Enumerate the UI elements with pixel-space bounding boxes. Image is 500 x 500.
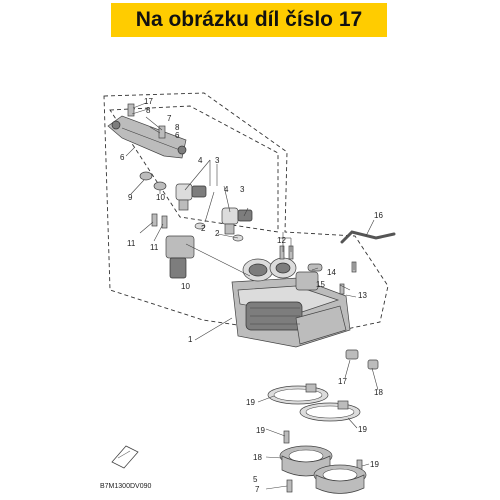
part-label: 11 — [127, 239, 136, 248]
sensor-unit — [165, 235, 195, 279]
part-label: 8 — [175, 123, 180, 132]
part-label: 8 — [146, 106, 151, 115]
part-label: 10 — [156, 193, 165, 202]
part-label: 6 — [175, 131, 180, 140]
part-label: 17 — [144, 97, 153, 106]
header-banner: Na obrázku díl číslo 17 — [111, 3, 387, 37]
part-label: 13 — [358, 291, 367, 300]
part-label: 11 — [150, 243, 159, 252]
injector-right — [221, 207, 253, 235]
throttle-body — [231, 257, 351, 348]
part-label: 9 — [128, 193, 133, 202]
part-label: 18 — [253, 453, 262, 462]
banner-title: Na obrázku díl číslo 17 — [135, 8, 363, 31]
drawing-code: B7M1300DV090 — [100, 483, 151, 490]
part-label: 3 — [240, 185, 245, 194]
part-label: 15 — [316, 280, 325, 289]
part-label: 19 — [358, 425, 367, 434]
part-number-labels: 17 8 7 8 6 6 4 3 4 3 9 10 2 2 11 11 10 1… — [120, 97, 383, 494]
leader-lines — [125, 102, 379, 490]
clamp-upper — [267, 383, 329, 405]
fuel-rail — [107, 115, 187, 159]
part-label: 2 — [215, 229, 220, 238]
part-label: 2 — [201, 224, 206, 233]
part-label: 10 — [181, 282, 190, 291]
part-label: 7 — [167, 114, 172, 123]
clamp-lower — [299, 400, 361, 422]
upper-rail-boundary — [109, 105, 279, 233]
part-label: 3 — [215, 156, 220, 165]
part-label: 16 — [374, 211, 383, 220]
part-label: 19 — [256, 426, 265, 435]
part-label: 7 — [255, 485, 260, 494]
part-label: 19 — [370, 460, 379, 469]
part-label: 4 — [198, 156, 203, 165]
front-direction-arrow-icon — [111, 445, 139, 469]
hose-pipe — [340, 230, 396, 244]
intake-joint-right — [313, 464, 367, 494]
part-label: 19 — [246, 398, 255, 407]
part-label: 6 — [120, 153, 125, 162]
part-label: 12 — [277, 236, 286, 245]
part-label: 4 — [224, 185, 229, 194]
part-label: 5 — [253, 475, 258, 484]
part-label: 1 — [188, 335, 193, 344]
intake-joint-left — [279, 445, 333, 477]
injector-left — [175, 183, 207, 211]
bracket-parts — [345, 349, 379, 370]
part-label: 18 — [374, 388, 383, 397]
part-label: 14 — [327, 268, 336, 277]
assembly-boundary-outline — [103, 92, 389, 337]
part-label: 17 — [338, 377, 347, 386]
